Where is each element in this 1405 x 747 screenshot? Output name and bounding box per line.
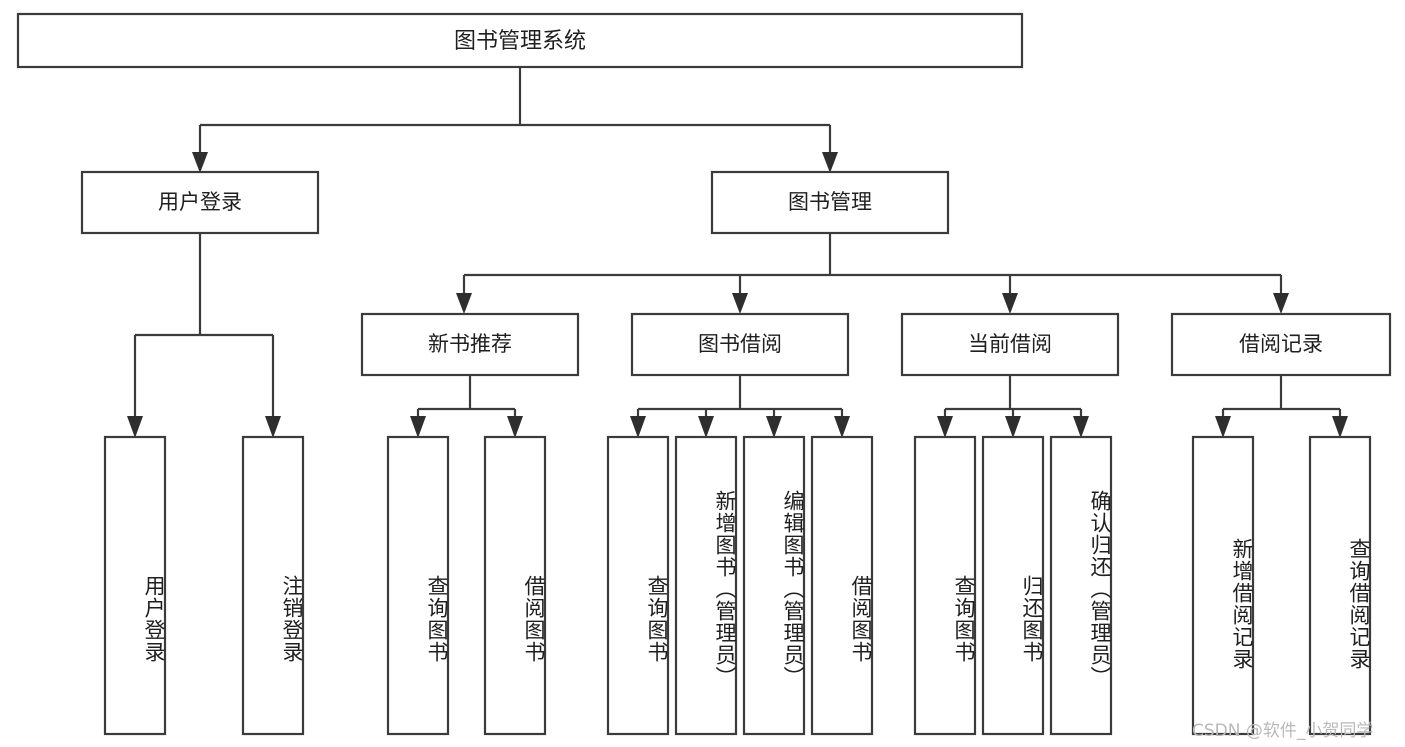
node-label-book-borrow: 图书借阅: [698, 332, 782, 356]
leaf-box-current-borrow-0[interactable]: [913, 435, 977, 736]
connector-layer: [127, 67, 1348, 438]
arrow-bookmanage-child-4: [1273, 293, 1289, 314]
arrow-bookborrow-leaf-1: [630, 416, 646, 438]
node-box-book-borrow[interactable]: [630, 312, 850, 377]
arrow-newbook-leaf-1: [410, 416, 426, 438]
node-layer: [16, 12, 1392, 736]
leaf-box-borrow-record-1[interactable]: [1308, 435, 1372, 736]
leaf-box-user-login-1[interactable]: [241, 435, 305, 736]
leaf-box-new-book-rec-0[interactable]: [386, 435, 450, 736]
node-label-book-manage: 图书管理: [788, 190, 872, 214]
arrow-currentborrow-leaf-3: [1073, 416, 1089, 438]
leaf-box-book-borrow-1[interactable]: [674, 435, 738, 736]
leaf-box-user-login-0[interactable]: [103, 435, 167, 736]
node-label-root: 图书管理系统: [454, 29, 586, 54]
arrow-borrowrecord-leaf-2: [1332, 416, 1348, 438]
node-label-user-login: 用户登录: [158, 190, 242, 214]
leaf-box-book-borrow-3[interactable]: [810, 435, 874, 736]
arrow-bookmanage-child-1: [456, 293, 472, 314]
arrow-bookmanage-child-2: [732, 293, 748, 314]
node-label-borrow-record: 借阅记录: [1239, 332, 1323, 356]
leaf-box-current-borrow-1[interactable]: [981, 435, 1045, 736]
node-label-new-book-rec: 新书推荐: [428, 332, 512, 356]
csdn-watermark: CSDN @软件_小贺同学: [1192, 721, 1374, 741]
node-box-root[interactable]: [16, 12, 1024, 69]
leaf-box-book-borrow-2[interactable]: [742, 435, 806, 736]
node-box-borrow-record[interactable]: [1170, 312, 1392, 377]
arrow-root-to-book-manage: [822, 152, 838, 173]
arrow-userlogin-leaf-1: [127, 416, 143, 438]
arrow-bookmanage-child-3: [1002, 293, 1018, 314]
leaf-box-book-borrow-0[interactable]: [606, 435, 670, 736]
arrow-bookborrow-leaf-2: [698, 416, 714, 438]
leaf-box-new-book-rec-1[interactable]: [483, 435, 547, 736]
node-box-current-borrow[interactable]: [900, 312, 1120, 377]
arrow-currentborrow-leaf-2: [1005, 416, 1021, 438]
arrow-userlogin-leaf-2: [265, 416, 281, 438]
arrow-bookborrow-leaf-3: [766, 416, 782, 438]
leaf-box-current-borrow-2[interactable]: [1049, 435, 1113, 736]
node-label-current-borrow: 当前借阅: [968, 332, 1052, 356]
node-box-user-login[interactable]: [80, 170, 320, 235]
arrow-root-to-user-login: [192, 152, 208, 173]
label-layer: 图书管理系统 用户登录 图书管理 新书推荐 图书借阅 当前借阅 借阅记录: [158, 29, 1323, 356]
arrow-newbook-leaf-2: [507, 416, 523, 438]
node-box-book-manage[interactable]: [710, 170, 950, 235]
leaf-box-borrow-record-0[interactable]: [1191, 435, 1255, 736]
arrow-borrowrecord-leaf-1: [1215, 416, 1231, 438]
arrow-bookborrow-leaf-4: [834, 416, 850, 438]
node-box-new-book-rec[interactable]: [360, 312, 580, 377]
arrow-currentborrow-leaf-1: [937, 416, 953, 438]
